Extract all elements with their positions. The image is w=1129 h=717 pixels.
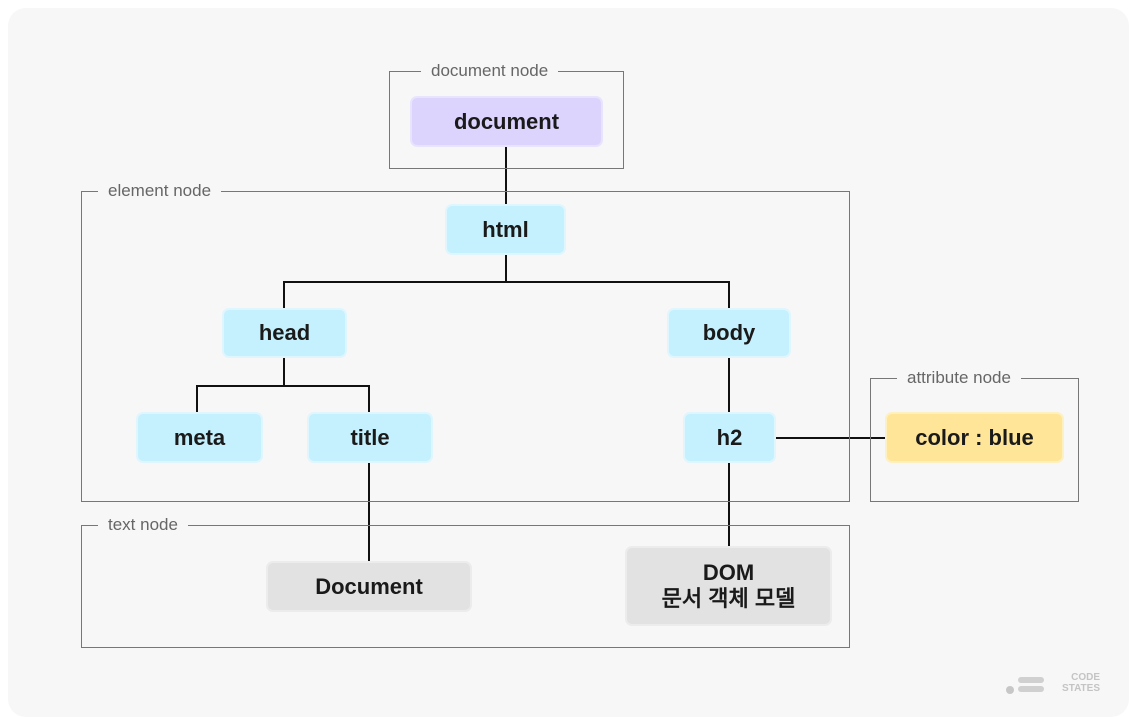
title-node: title (307, 412, 433, 463)
element-node-group: element node (81, 180, 850, 502)
document-node-group: document node (389, 60, 624, 169)
logo-line2: STATES (1062, 683, 1100, 694)
body-node: body (667, 308, 791, 358)
edge-head-children (196, 385, 370, 412)
head-node: head (222, 308, 347, 358)
document-node-group-label: document node (421, 60, 559, 82)
text-node-dom-line2: 문서 객체 모델 (661, 586, 796, 611)
text-node-dom-line1: DOM (702, 560, 755, 585)
attribute-node-group-label: attribute node (897, 367, 1021, 389)
html-node: html (445, 204, 566, 255)
text-node-group-label: text node (98, 514, 188, 536)
h2-node: h2 (683, 412, 776, 463)
text-node-dom: DOM 문서 객체 모델 (625, 546, 832, 626)
meta-node: meta (136, 412, 263, 463)
logo-line1: CODE (1071, 672, 1100, 683)
edge-html-children (283, 281, 730, 308)
text-node-group: text node (81, 514, 850, 648)
attribute-node: color : blue (885, 412, 1064, 463)
text-node-document: Document (266, 561, 472, 612)
element-node-group-label: element node (98, 180, 222, 202)
code-states-logo: CODE STATES (1006, 672, 1106, 700)
attribute-node-group: attribute node (870, 367, 1079, 502)
document-node: document (410, 96, 603, 147)
